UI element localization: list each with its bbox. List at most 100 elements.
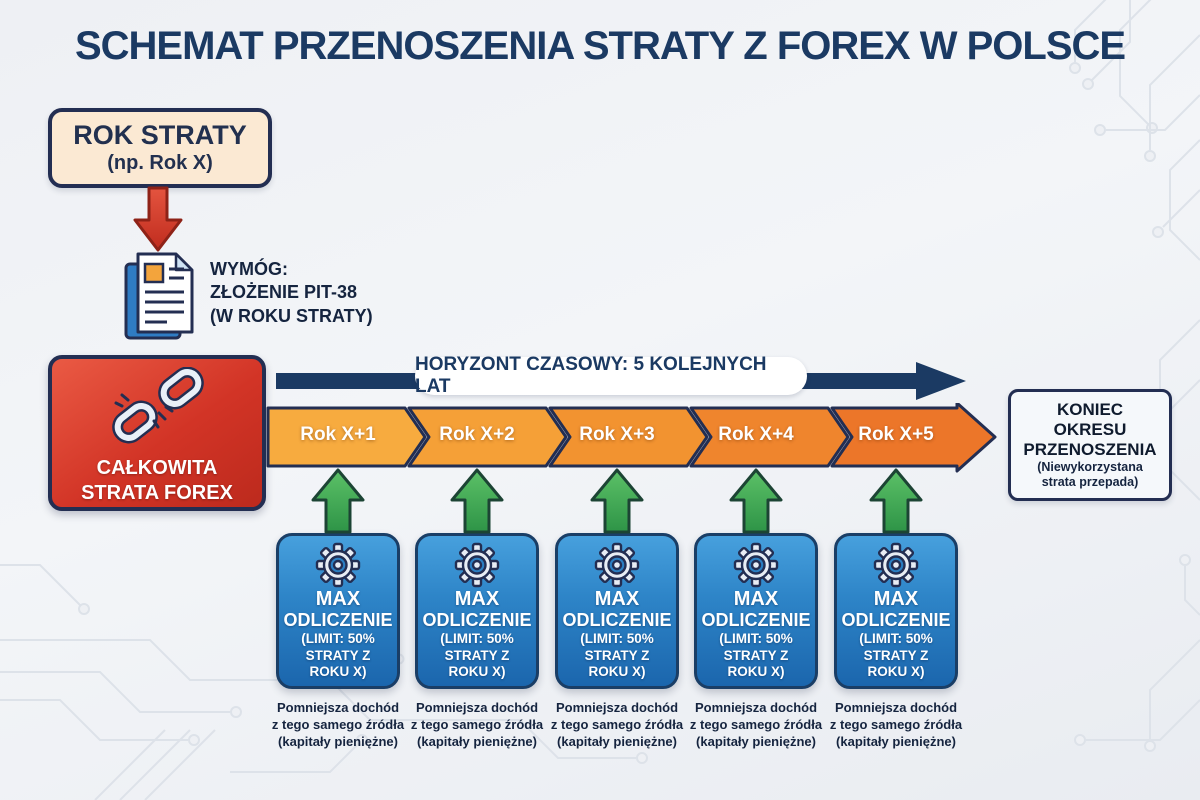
deduction-line4: STRATY Z (305, 647, 371, 663)
deduction-caption-3: Pomniejsza dochód z tego samego źródła (… (541, 700, 693, 751)
up-arrow-icon (729, 468, 783, 534)
caption-line3: (kapitały pieniężne) (557, 733, 677, 749)
deduction-box-4: MAX ODLICZENIE (LIMIT: 50% STRATY Z ROKU… (694, 533, 818, 689)
deduction-column-5: MAX ODLICZENIE (LIMIT: 50% STRATY Z ROKU… (820, 468, 972, 751)
deduction-box-2: MAX ODLICZENIE (LIMIT: 50% STRATY Z ROKU… (415, 533, 539, 689)
pit-requirement-text: WYMÓG: ZŁOŻENIE PIT-38 (W ROKU STRATY) (210, 258, 373, 328)
deduction-caption-5: Pomniejsza dochód z tego samego źródła (… (820, 700, 972, 751)
caption-line3: (kapitały pieniężne) (836, 733, 956, 749)
pit-line3: (W ROKU STRATY) (210, 305, 373, 326)
deduction-line5: ROKU X) (448, 664, 506, 680)
deduction-line4: STRATY Z (444, 647, 510, 663)
caption-line2: z tego samego źródła (271, 716, 405, 732)
year-label-2: Rok X+2 (439, 424, 515, 445)
broken-chain-icon (112, 366, 204, 444)
chevron-year-3 (548, 406, 709, 468)
document-icon (124, 252, 194, 340)
deduction-box-5: MAX ODLICZENIE (LIMIT: 50% STRATY Z ROKU… (834, 533, 958, 689)
deduction-line1: MAX (733, 588, 779, 610)
gear-icon (733, 542, 779, 588)
chevron-year-5 (830, 401, 997, 473)
caption-line3: (kapitały pieniężne) (278, 733, 398, 749)
end-box-line1: KONIEC (1056, 400, 1124, 419)
end-box-line2: OKRESU (1053, 420, 1127, 440)
deduction-line1: MAX (873, 588, 919, 610)
loss-year-title: ROK STRATY (73, 120, 247, 150)
up-arrow-icon (311, 468, 365, 534)
pit-line1: WYMÓG: (210, 259, 288, 279)
deduction-line1: MAX (315, 588, 361, 610)
up-arrow-icon (869, 468, 923, 534)
deduction-line4: STRATY Z (863, 647, 929, 663)
deduction-column-4: MAX ODLICZENIE (LIMIT: 50% STRATY Z ROKU… (680, 468, 832, 751)
year-chevron-band: Rok X+1 Rok X+2 Rok X+3 Rok X+4 Rok X+5 (266, 401, 1006, 473)
page-title: SCHEMAT PRZENOSZENIA STRATY Z FOREX W PO… (74, 24, 1126, 68)
chevron-year-4 (689, 406, 850, 468)
caption-line3: (kapitały pieniężne) (696, 733, 816, 749)
gear-icon (594, 542, 640, 588)
caption-line1: Pomniejsza dochód (555, 700, 679, 715)
total-loss-line2: STRATA FOREX (81, 482, 233, 504)
year-label-3: Rok X+3 (579, 424, 655, 445)
year-label-4: Rok X+4 (718, 424, 794, 445)
deduction-line3: (LIMIT: 50% (301, 630, 375, 646)
caption-line3: (kapitały pieniężne) (417, 733, 537, 749)
end-of-period-box: KONIEC OKRESU PRZENOSZENIA (Niewykorzyst… (1008, 389, 1172, 501)
deduction-line2: ODLICZENIE (701, 610, 811, 630)
gear-icon (873, 542, 919, 588)
caption-line2: z tego samego źródła (829, 716, 963, 732)
chevron-shapes (266, 401, 997, 473)
deduction-line4: STRATY Z (723, 647, 789, 663)
end-box-line3: PRZENOSZENIA (1023, 440, 1157, 460)
deduction-line5: ROKU X) (588, 664, 646, 680)
deduction-line3: (LIMIT: 50% (859, 630, 933, 646)
total-loss-line1: CAŁKOWITA (96, 457, 218, 479)
deduction-column-1: MAX ODLICZENIE (LIMIT: 50% STRATY Z ROKU… (262, 468, 414, 751)
deduction-caption-4: Pomniejsza dochód z tego samego źródła (… (680, 700, 832, 751)
deduction-column-3: MAX ODLICZENIE (LIMIT: 50% STRATY Z ROKU… (541, 468, 693, 751)
total-loss-text: CAŁKOWITA STRATA FOREX (52, 456, 262, 506)
loss-year-subtitle: (np. Rok X) (107, 151, 213, 174)
caption-line1: Pomniejsza dochód (276, 700, 400, 715)
deduction-line4: STRATY Z (584, 647, 650, 663)
deduction-line3: (LIMIT: 50% (440, 630, 514, 646)
timeline-label: HORYZONT CZASOWY: 5 KOLEJNYCH LAT (415, 354, 807, 397)
up-arrow-icon (450, 468, 504, 534)
deduction-caption-1: Pomniejsza dochód z tego samego źródła (… (262, 700, 414, 751)
deduction-column-2: MAX ODLICZENIE (LIMIT: 50% STRATY Z ROKU… (401, 468, 553, 751)
deduction-line2: ODLICZENIE (562, 610, 672, 630)
deduction-line3: (LIMIT: 50% (580, 630, 654, 646)
caption-line2: z tego samego źródła (689, 716, 823, 732)
deduction-box-1: MAX ODLICZENIE (LIMIT: 50% STRATY Z ROKU… (276, 533, 400, 689)
caption-line2: z tego samego źródła (550, 716, 684, 732)
total-loss-box: CAŁKOWITA STRATA FOREX (48, 355, 266, 511)
loss-year-box: ROK STRATY (np. Rok X) (48, 108, 272, 188)
chevron-year-2 (407, 406, 568, 468)
caption-line1: Pomniejsza dochód (415, 700, 539, 715)
deduction-line2: ODLICZENIE (422, 610, 532, 630)
deduction-line3: (LIMIT: 50% (719, 630, 793, 646)
caption-line2: z tego samego źródła (410, 716, 544, 732)
deduction-line2: ODLICZENIE (283, 610, 393, 630)
chevron-year-1 (266, 406, 427, 468)
down-arrow-icon (133, 186, 183, 252)
pit-line2: ZŁOŻENIE PIT-38 (210, 282, 358, 303)
end-box-line4: (Niewykorzystana (1037, 460, 1143, 475)
deduction-line1: MAX (454, 588, 500, 610)
gear-icon (315, 542, 361, 588)
year-label-1: Rok X+1 (300, 424, 376, 445)
deduction-line5: ROKU X) (309, 664, 367, 680)
deduction-caption-2: Pomniejsza dochód z tego samego źródła (… (401, 700, 553, 751)
caption-line1: Pomniejsza dochód (694, 700, 818, 715)
end-box-line5: strata przepada) (1041, 475, 1139, 490)
deduction-line1: MAX (594, 588, 640, 610)
deduction-box-3: MAX ODLICZENIE (LIMIT: 50% STRATY Z ROKU… (555, 533, 679, 689)
gear-icon (454, 542, 500, 588)
caption-line1: Pomniejsza dochód (834, 700, 958, 715)
deduction-line2: ODLICZENIE (841, 610, 951, 630)
up-arrow-icon (590, 468, 644, 534)
deduction-line5: ROKU X) (727, 664, 785, 680)
year-label-5: Rok X+5 (858, 424, 934, 445)
